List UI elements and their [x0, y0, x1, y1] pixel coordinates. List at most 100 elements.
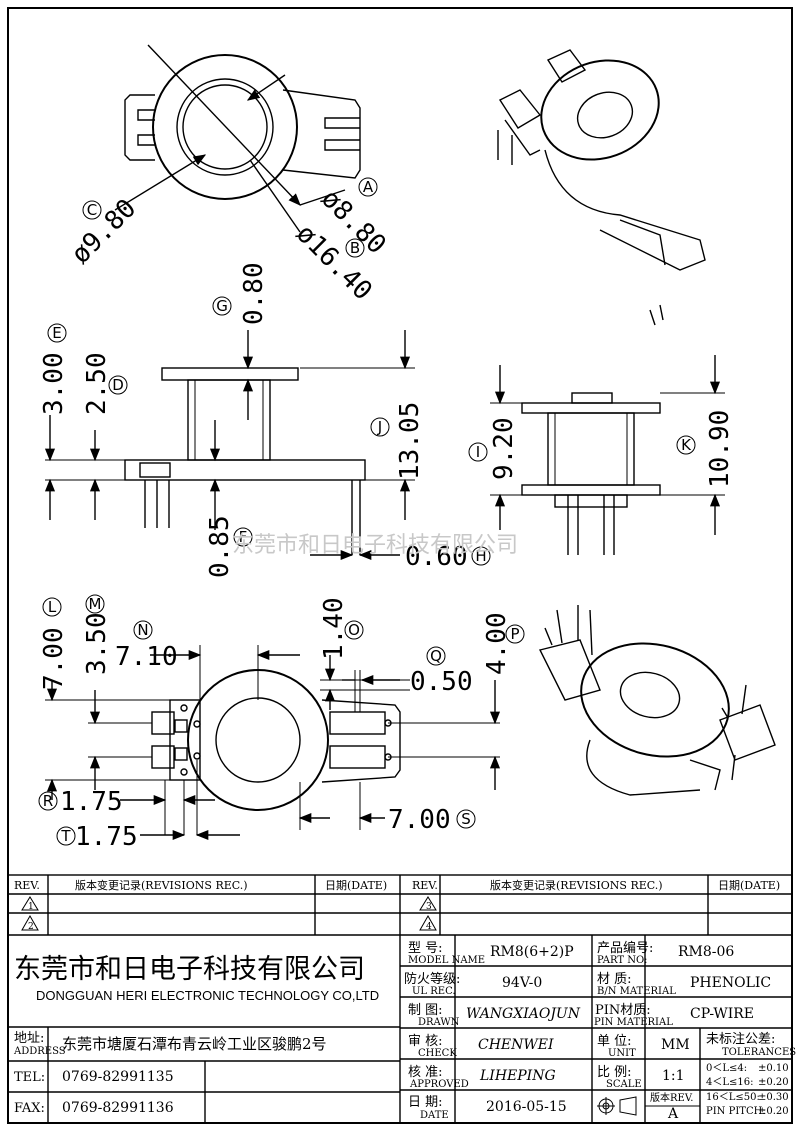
callout-l: L [48, 598, 57, 616]
scale-label-en: SCALE [606, 1079, 642, 1090]
dim-bottom-p: 4.00 [482, 612, 512, 675]
fax-value: 0769-82991136 [62, 1100, 174, 1116]
isometric-view-bottom [538, 605, 776, 796]
tel-value: 0769-82991135 [62, 1069, 174, 1085]
dim-front-g: 0.80 [239, 262, 269, 325]
revisions-header-left: 版本变更记录(REVISIONS REC.) [75, 878, 248, 892]
unit-label: 单 位: [597, 1034, 632, 1049]
model-label-en: MODEL NAME [408, 955, 485, 966]
part-label: 产品编号: [597, 941, 653, 956]
dim-bottom-l: 7.00 [39, 627, 69, 690]
approved-value: LIHEPING [479, 1068, 556, 1084]
tolerance-table: 0＜L≤4: ±0.10 4＜L≤16: ±0.20 16＜L≤50: ±0.3… [706, 1063, 789, 1117]
callout-o: O [348, 621, 360, 639]
tolerance-range-2: 4＜L≤16: [706, 1077, 753, 1088]
date-header-right: 日期(DATE) [718, 879, 780, 892]
callout-a: A [363, 178, 374, 196]
dim-front-d: 2.50 [82, 352, 112, 415]
revisions-header-right: 版本变更记录(REVISIONS REC.) [490, 878, 663, 892]
tolerance-label-en: TOLERANCES [722, 1047, 796, 1058]
check-value: CHENWEI [478, 1037, 554, 1053]
dim-top-c: ø9.80 [66, 193, 143, 270]
material-label-en: B/N MATERIAL [597, 986, 676, 997]
tolerance-range-3: 16＜L≤50: [706, 1092, 760, 1103]
drawn-label: 制 图: [408, 1003, 443, 1018]
dim-front-e: 3.00 [39, 352, 69, 415]
part-value: RM8-06 [678, 944, 734, 960]
dim-bottom-q: 0.50 [410, 667, 473, 697]
unit-label-en: UNIT [608, 1048, 636, 1059]
callout-h: H [475, 547, 486, 565]
tolerance-range-4: PIN PITCH: [706, 1106, 766, 1117]
dim-front-f: 0.85 [205, 515, 235, 578]
check-label-en: CHECK [418, 1048, 457, 1059]
callout-e: E [52, 324, 61, 342]
address: 东莞市塘厦石潭布青云岭工业区骏鹏2号 [62, 1035, 327, 1053]
material-label: 材 质: [597, 972, 632, 987]
callout-d: D [112, 376, 124, 394]
address-label: 地址: [14, 1031, 44, 1046]
rev-value: A [667, 1106, 679, 1122]
tolerance-value-1: ±0.10 [758, 1063, 789, 1074]
callout-p: P [510, 625, 519, 643]
rev-mark-4: 4 [426, 922, 432, 932]
callout-c: C [87, 201, 97, 219]
tel-label: TEL: [14, 1070, 45, 1085]
material-value: PHENOLIC [690, 975, 771, 991]
callout-g: G [216, 297, 228, 315]
callout-f: F [239, 528, 248, 546]
callout-b: B [350, 239, 360, 257]
watermark: 东莞市和日电子科技有限公司 [232, 533, 518, 558]
rev-header-left: REV. [14, 879, 40, 892]
dim-bottom-t: 1.75 [75, 822, 138, 852]
model-value: RM8(6+2)P [490, 944, 574, 960]
tolerance-range-1: 0＜L≤4: [706, 1063, 747, 1074]
approved-label: 核 准: [408, 1065, 443, 1080]
title-block: REV. 版本变更记录(REVISIONS REC.) 日期(DATE) REV… [7, 874, 796, 1124]
side-view: 9.20 10.90 I K [468, 355, 735, 555]
tolerance-label: 未标注公差: [706, 1032, 775, 1047]
approved-label-en: APPROVED [409, 1079, 469, 1090]
dim-bottom-s: 7.00 [388, 805, 451, 835]
dim-side-k: 10.90 [705, 410, 735, 488]
top-view: ø9.80 ø8.80 ø16.40 C A B [66, 44, 392, 306]
dim-bottom-n: 7.10 [115, 642, 178, 672]
dim-bottom-r: 1.75 [60, 787, 123, 817]
rev-mark-1: 1 [28, 902, 34, 912]
callout-i: I [476, 443, 480, 461]
rev-label: 版本REV. [650, 1091, 693, 1104]
callout-m: M [89, 595, 102, 613]
address-label-en: ADDRESS [13, 1046, 66, 1057]
callout-r: R [43, 792, 53, 810]
rev-mark-3: 3 [426, 902, 432, 912]
drawn-value: WANGXIAOJUN [466, 1006, 581, 1022]
part-label-en: PART NO: [597, 955, 648, 966]
dim-side-i: 9.20 [489, 417, 519, 480]
unit-value: MM [661, 1037, 690, 1053]
dim-front-j: 13.05 [395, 402, 425, 480]
dim-front-h: 0.60 [405, 542, 468, 572]
date-value: 2016-05-15 [486, 1099, 567, 1115]
ul-label-en: UL REC. [412, 986, 456, 997]
bottom-view: 7.00 3.50 7.10 1.40 4.00 0.50 1.75 1.75 … [38, 594, 525, 852]
callout-n: N [137, 621, 148, 639]
callout-k: K [681, 436, 692, 454]
isometric-view-top [497, 49, 706, 326]
rev-mark-2: 2 [28, 922, 34, 932]
fax-label: FAX: [14, 1101, 45, 1116]
check-label: 审 核: [408, 1034, 443, 1049]
ul-value: 94V-0 [502, 975, 542, 991]
callout-t: T [60, 827, 71, 845]
pin-label: PIN材质: [595, 1003, 651, 1018]
callout-q: Q [430, 647, 442, 665]
front-view: 3.00 2.50 0.80 13.05 0.85 0.60 E D G J F… [39, 262, 491, 578]
projection-symbol-icon [597, 1096, 637, 1116]
company-name-en: DONGGUAN HERI ELECTRONIC TECHNOLOGY CO,L… [36, 988, 379, 1003]
ul-label: 防火等级: [404, 971, 460, 987]
pin-label-en: PIN MATERIAL [594, 1017, 673, 1028]
date-label: 日 期: [408, 1095, 443, 1110]
pin-value: CP-WIRE [690, 1006, 754, 1022]
tolerance-value-2: ±0.20 [758, 1077, 789, 1088]
model-label: 型 号: [408, 941, 443, 956]
